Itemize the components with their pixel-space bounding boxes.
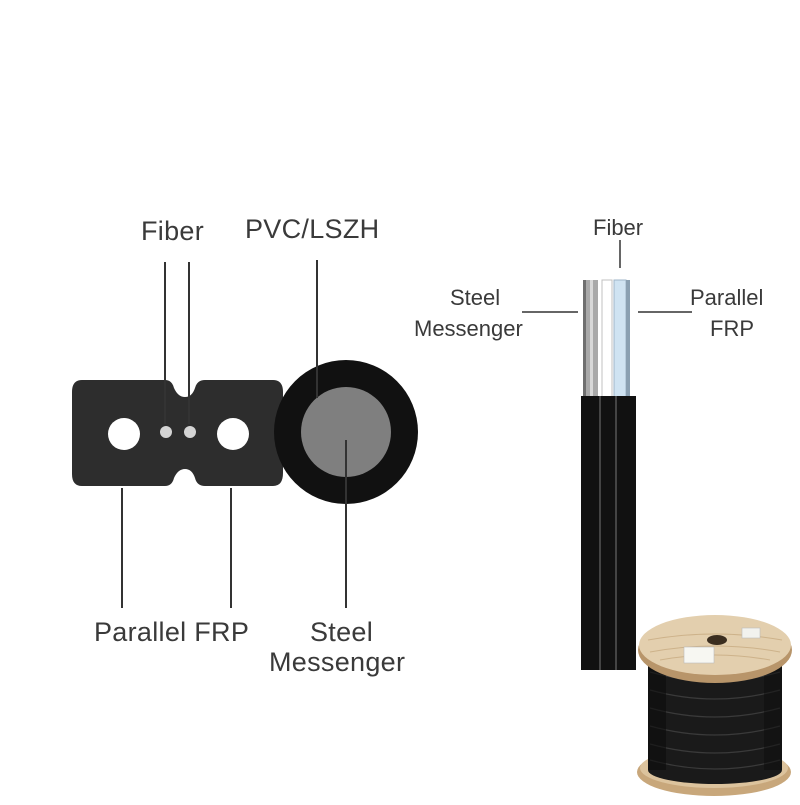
spool-center-hole — [707, 635, 727, 645]
side-label-steel-line1: Steel — [450, 285, 500, 310]
frp-rod-left — [108, 418, 140, 450]
frp-rod-stripped — [613, 279, 627, 399]
spool-label-sticker — [683, 646, 715, 664]
cable-jacket-body — [72, 380, 283, 486]
steel-wire-highlight — [590, 280, 593, 398]
label-fiber: Fiber — [141, 216, 204, 246]
label-steel-line1: Steel — [310, 617, 373, 647]
side-label-steel-line2: Messenger — [414, 316, 523, 341]
fiber-strand-stripped — [601, 279, 613, 399]
fiber-core-left — [160, 426, 172, 438]
frp-rod-stripped-2 — [626, 280, 630, 398]
label-jacket: PVC/LSZH — [245, 214, 379, 244]
spool-top-flange — [639, 615, 791, 675]
side-jacket — [581, 396, 636, 670]
cross-section: Fiber PVC/LSZH Parallel FRP Steel Messen… — [72, 214, 418, 677]
side-label-frp-line1: Parallel — [690, 285, 763, 310]
frp-rod-right — [217, 418, 249, 450]
label-steel-line2: Messenger — [269, 647, 405, 677]
side-label-frp-line2: FRP — [710, 316, 754, 341]
fiber-core-right — [184, 426, 196, 438]
side-view: Fiber Steel Messenger Parallel FRP — [414, 215, 763, 670]
messenger-steel-core — [301, 387, 391, 477]
cable-spool-image — [637, 615, 792, 796]
steel-wire-shade — [583, 280, 586, 398]
side-label-fiber: Fiber — [593, 215, 643, 240]
label-parallel-frp: Parallel FRP — [94, 617, 249, 647]
